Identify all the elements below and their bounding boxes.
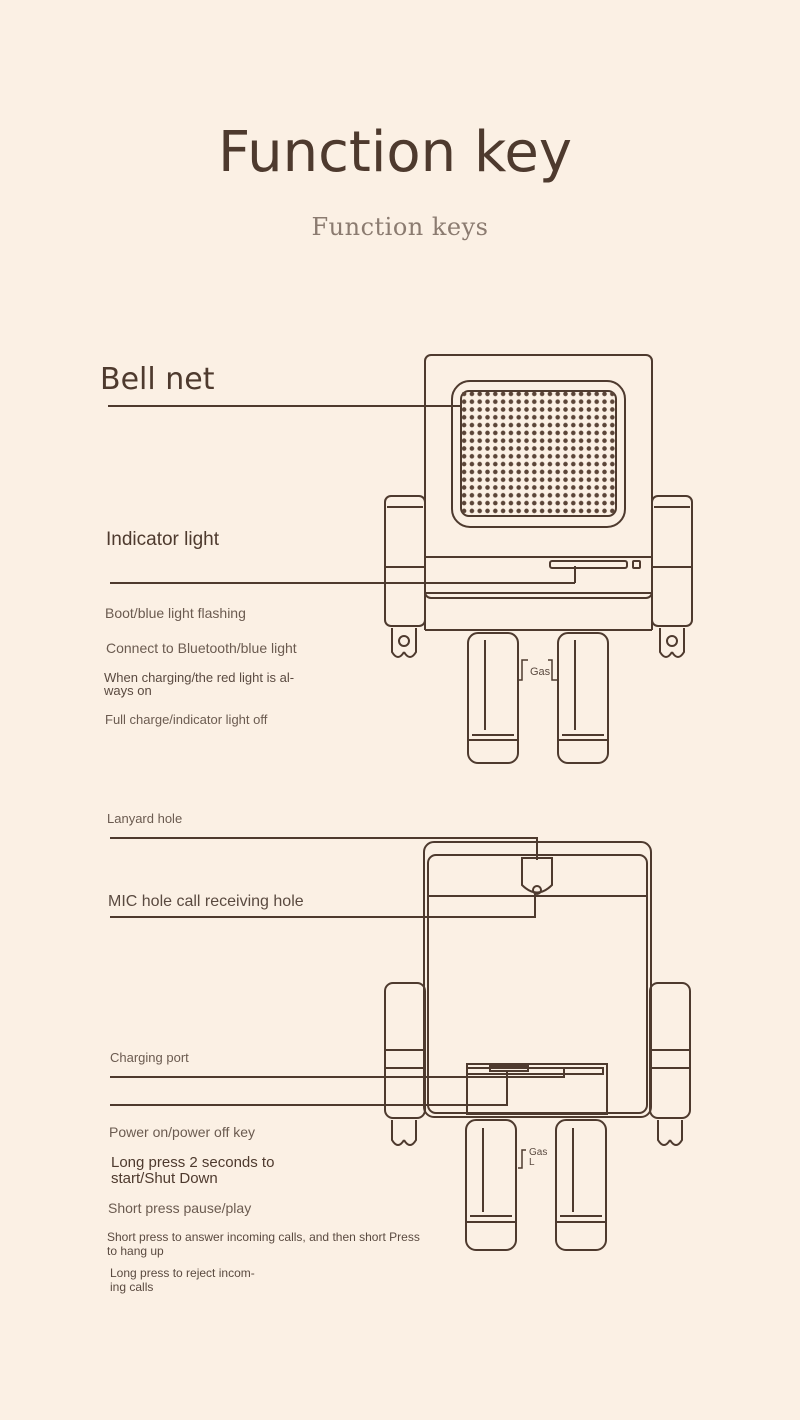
long-press-power-label: Long press 2 seconds to start/Shut Down (111, 1154, 275, 1187)
back-right-leg (555, 1119, 607, 1251)
boot-label: Boot/blue light flashing (105, 605, 246, 621)
lanyard-callout-line (110, 837, 538, 860)
bell-net-label: Bell net (100, 362, 215, 397)
charging-callout-line (110, 1068, 565, 1078)
back-left-leg (465, 1119, 517, 1251)
bluetooth-label: Connect to Bluetooth/blue light (106, 640, 297, 656)
page-title: Function key (217, 120, 573, 185)
front-head (424, 354, 653, 599)
indicator-light (549, 560, 628, 569)
full-charge-label: Full charge/indicator light off (105, 712, 268, 727)
charging-port-label: Charging port (110, 1050, 189, 1065)
power-key-label: Power on/power off key (109, 1124, 256, 1140)
front-leg-label: Gas (530, 666, 551, 678)
mic-hole-label: MIC hole call receiving hole (108, 893, 304, 910)
front-right-arm (651, 495, 693, 627)
lanyard-hole-label: Lanyard hole (107, 811, 183, 826)
page-subtitle: Function keys (311, 213, 489, 241)
front-right-leg (557, 632, 609, 764)
speaker-grille (460, 390, 617, 517)
back-body (423, 841, 652, 1118)
long-press-reject-label: Long press to reject incom- ing calls (110, 1266, 255, 1294)
front-left-arm (384, 495, 426, 627)
short-press-play-label: Short press pause/play (108, 1200, 252, 1216)
back-left-hand (391, 1120, 417, 1146)
mic-callout-line (110, 894, 536, 918)
power-key-callout-line (110, 1072, 508, 1106)
back-leg-label: Gas L (529, 1147, 548, 1168)
speaker-frame (451, 380, 626, 528)
front-right-hand (659, 628, 685, 658)
indicator-dot (632, 560, 641, 569)
front-left-hand (391, 628, 417, 658)
charging-port-housing (466, 1063, 608, 1115)
front-robot (384, 354, 693, 764)
back-right-hand (657, 1120, 683, 1146)
charging-indicator-label: When charging/the red light is al- ways … (104, 670, 295, 698)
lanyard-mic-bump (521, 857, 553, 894)
indicator-light-label: Indicator light (106, 529, 220, 550)
back-robot (384, 841, 691, 1251)
mic-hole (532, 885, 542, 895)
short-press-answer-label: Short press to answer incoming calls, an… (107, 1230, 420, 1258)
front-left-leg (467, 632, 519, 764)
